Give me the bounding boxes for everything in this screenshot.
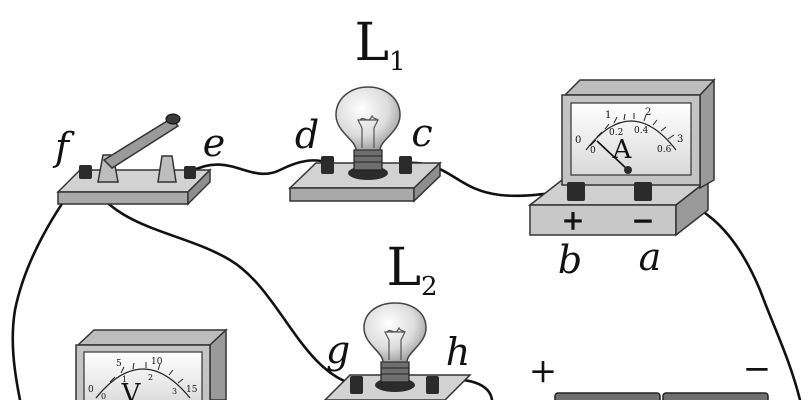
lamp-l1-terminal-d: [321, 156, 334, 174]
switch-terminal-f: [79, 165, 92, 179]
ammeter-back-side: [699, 78, 715, 190]
lamp-l1-label-sub: 1: [389, 47, 406, 77]
voltmeter: 0 5 10 15 0 1 2 3 V: [75, 328, 228, 400]
lamp-l2-filament: [384, 326, 406, 360]
voltmeter-scale-upper-0: 0: [88, 385, 94, 395]
ammeter-face: [570, 102, 692, 176]
terminal-label-d: d: [295, 113, 319, 157]
ammeter-minus-label: −: [631, 204, 654, 237]
lamp-l1-label: L1: [354, 13, 405, 77]
switch: [56, 113, 212, 206]
ammeter-terminal-b: [567, 182, 585, 201]
voltmeter-face: [83, 351, 203, 400]
ammeter-scale-lower-3: 0.6: [657, 145, 672, 155]
terminal-label-f: f: [52, 125, 75, 169]
switch-clip: [157, 155, 177, 183]
ammeter-scale-upper-0: 0: [575, 135, 581, 146]
wire-e-d: [188, 159, 330, 176]
terminal-label-g: g: [326, 328, 350, 372]
ammeter-ticks: [589, 113, 675, 147]
ammeter-pivot: [624, 166, 632, 174]
ammeter-scale-arc: [585, 120, 677, 151]
switch-handle: [165, 113, 181, 125]
switch-terminal-e: [184, 166, 196, 179]
ammeter-terminal-a: [634, 182, 652, 201]
ammeter-base-side: [675, 178, 709, 237]
voltmeter-scale-upper-1: 5: [116, 359, 122, 369]
lamp-l1-base-front: [289, 187, 415, 202]
voltmeter-scale-lower-0: 0: [101, 392, 106, 400]
switch-base-side: [187, 168, 211, 206]
lamp-l1-screw: [353, 149, 383, 171]
battery-cell-1: [554, 392, 661, 400]
voltmeter-back-top: [76, 329, 228, 346]
voltmeter-scale-lower-3: 3: [172, 387, 177, 396]
voltmeter-scale-lower-2: 2: [148, 373, 153, 382]
ammeter-scale-lower-2: 0.4: [634, 126, 649, 136]
voltmeter-scale-upper-2: 10: [151, 357, 163, 367]
wire-f-g: [83, 170, 357, 387]
lamp-l2-terminal-g: [350, 376, 363, 394]
lamp-l2: [323, 302, 472, 400]
voltmeter-symbol: V: [121, 379, 142, 400]
ammeter-scale-lower-1: 0.2: [609, 128, 623, 138]
battery: + −: [529, 349, 772, 400]
voltmeter-scale-upper-3: 15: [186, 385, 198, 395]
lamp-l1: [288, 86, 442, 203]
lamp-l2-screw: [380, 361, 410, 383]
ammeter-plus-label: +: [561, 204, 584, 237]
ammeter-back-top: [563, 79, 716, 96]
battery-minus-label: −: [743, 349, 772, 389]
lamp-l1-base-side: [413, 161, 441, 203]
switch-blade: [102, 117, 180, 169]
terminal-label-c: c: [411, 111, 432, 155]
ammeter-scale-upper-3: 3: [677, 134, 683, 145]
lamp-l2-label: L2: [386, 238, 437, 302]
lamp-l2-terminal-h: [426, 376, 439, 394]
ammeter-symbol: A: [612, 135, 633, 165]
terminal-label-a: a: [639, 235, 662, 279]
ammeter: 0 1 2 3 0 0.2 0.4 0.6 A + −: [527, 78, 716, 237]
battery-plus-label: +: [529, 351, 558, 391]
lamp-l1-label-name: L: [354, 13, 389, 73]
terminal-label-h: h: [446, 330, 470, 374]
wire-f-voltmeter: [11, 170, 87, 400]
lamp-l2-label-name: L: [386, 238, 421, 298]
lamp-l1-filament: [357, 114, 379, 148]
lamp-l2-label-sub: 2: [421, 272, 438, 302]
ammeter-scale-lower-0: 0: [590, 146, 596, 156]
lamp-l1-glass: [335, 86, 401, 151]
voltmeter-ticks: [100, 362, 184, 393]
terminal-label-e: e: [203, 121, 226, 165]
battery-cell-2: [662, 392, 769, 400]
lamp-l1-terminal-c: [399, 156, 412, 174]
switch-base-front: [57, 191, 189, 205]
voltmeter-scale-lower-1: 1: [122, 375, 127, 384]
terminal-label-b: b: [558, 238, 582, 282]
ammeter-scale-upper-2: 2: [645, 107, 651, 118]
ammeter-scale-upper-1: 1: [605, 110, 611, 121]
ammeter-needle: [596, 140, 629, 171]
